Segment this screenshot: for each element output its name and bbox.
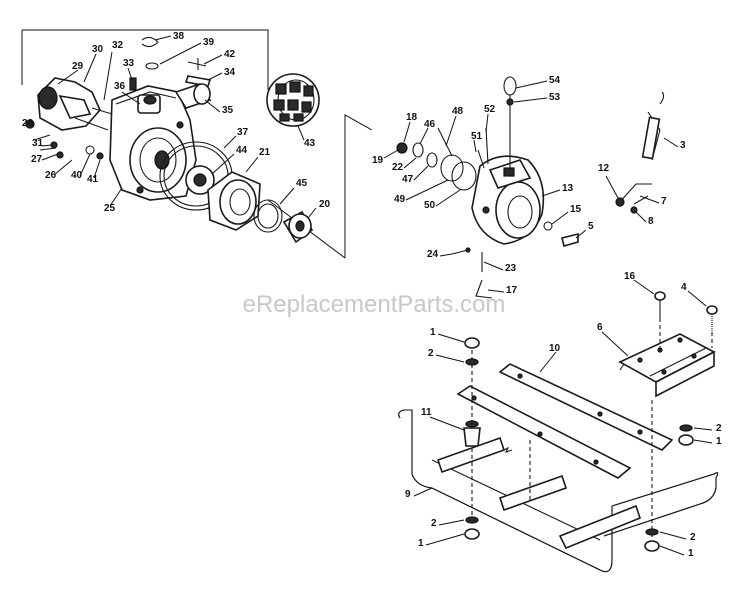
part-callout-label: 23 bbox=[505, 263, 517, 274]
part-callout-label: 5 bbox=[588, 221, 594, 232]
part-callout-label: 15 bbox=[570, 204, 582, 215]
part-callout-label: 35 bbox=[222, 105, 234, 116]
part-callout-label: 13 bbox=[562, 183, 574, 194]
part-callout-label: 41 bbox=[87, 174, 99, 185]
part-callout-label: 45 bbox=[296, 178, 308, 189]
part-callout-label: 24 bbox=[427, 249, 439, 260]
part-callout-label: 1 bbox=[418, 538, 424, 549]
part-callout-label: 11 bbox=[421, 407, 432, 418]
part-callout-label: 1 bbox=[688, 548, 694, 559]
part-callout-label: 36 bbox=[114, 81, 126, 92]
pump-housing-assembly bbox=[21, 29, 346, 259]
part-callout-label: 27 bbox=[31, 154, 43, 165]
part-callout-label: 26 bbox=[45, 170, 57, 181]
part-callout-label: 28 bbox=[22, 118, 34, 129]
leaders-frame bbox=[413, 279, 713, 556]
part-callout-label: 18 bbox=[406, 112, 418, 123]
part-callout-label: 2 bbox=[716, 423, 722, 434]
part-callout-label: 20 bbox=[319, 199, 331, 210]
part-callout-label: 2 bbox=[428, 348, 434, 359]
part-callout-label: 47 bbox=[402, 174, 414, 185]
part-callout-label: 1 bbox=[716, 436, 722, 447]
part-callout-label: 22 bbox=[392, 162, 404, 173]
impeller-cage bbox=[266, 73, 320, 127]
part-callout-label: 54 bbox=[549, 75, 561, 86]
part-callout-label: 6 bbox=[597, 322, 603, 333]
leaders-right bbox=[383, 80, 679, 293]
part-callout-label: 53 bbox=[549, 92, 561, 103]
part-callout-label: 12 bbox=[598, 163, 610, 174]
part-callout-label: 50 bbox=[424, 200, 436, 211]
part-callout-label: 52 bbox=[484, 104, 496, 115]
part-callout-label: 2 bbox=[690, 532, 696, 543]
part-callout-label: 16 bbox=[624, 271, 636, 282]
part-callout-label: 8 bbox=[648, 216, 654, 227]
part-callout-label: 44 bbox=[236, 145, 248, 156]
part-callout-label: 48 bbox=[452, 106, 464, 117]
part-callout-label: 33 bbox=[123, 58, 135, 69]
part-callout-label: 7 bbox=[661, 196, 667, 207]
part-callout-label: 2 bbox=[431, 518, 437, 529]
part-callout-label: 3 bbox=[680, 140, 686, 151]
part-callout-label: 29 bbox=[72, 61, 84, 72]
watermark: eReplacementParts.com bbox=[243, 291, 506, 318]
part-callout-label: 10 bbox=[549, 343, 561, 354]
leaders-left bbox=[31, 35, 317, 219]
part-callout-label: 17 bbox=[506, 285, 518, 296]
part-callout-label: 31 bbox=[32, 138, 44, 149]
part-callout-label: 43 bbox=[304, 138, 316, 149]
part-callout-label: 42 bbox=[224, 49, 236, 60]
part-callout-label: 34 bbox=[224, 67, 236, 78]
engine-cover-assembly bbox=[344, 76, 665, 299]
part-callout-label: 46 bbox=[424, 119, 436, 130]
part-callout-label: 1 bbox=[430, 327, 436, 338]
part-callout-label: 25 bbox=[104, 203, 116, 214]
part-callout-label: 9 bbox=[405, 489, 411, 500]
part-callout-label: 51 bbox=[471, 131, 483, 142]
part-callout-label: 30 bbox=[92, 44, 104, 55]
part-callout-label: 39 bbox=[203, 37, 215, 48]
frame-assembly bbox=[398, 291, 719, 573]
part-callout-label: 32 bbox=[112, 40, 124, 51]
part-callout-label: 37 bbox=[237, 127, 249, 138]
part-callout-label: 21 bbox=[259, 147, 271, 158]
part-callout-label: 38 bbox=[173, 31, 185, 42]
part-callout-label: 4 bbox=[681, 282, 687, 293]
part-callout-label: 40 bbox=[71, 170, 83, 181]
part-callout-label: 19 bbox=[372, 155, 384, 166]
part-callout-label: 49 bbox=[394, 194, 406, 205]
